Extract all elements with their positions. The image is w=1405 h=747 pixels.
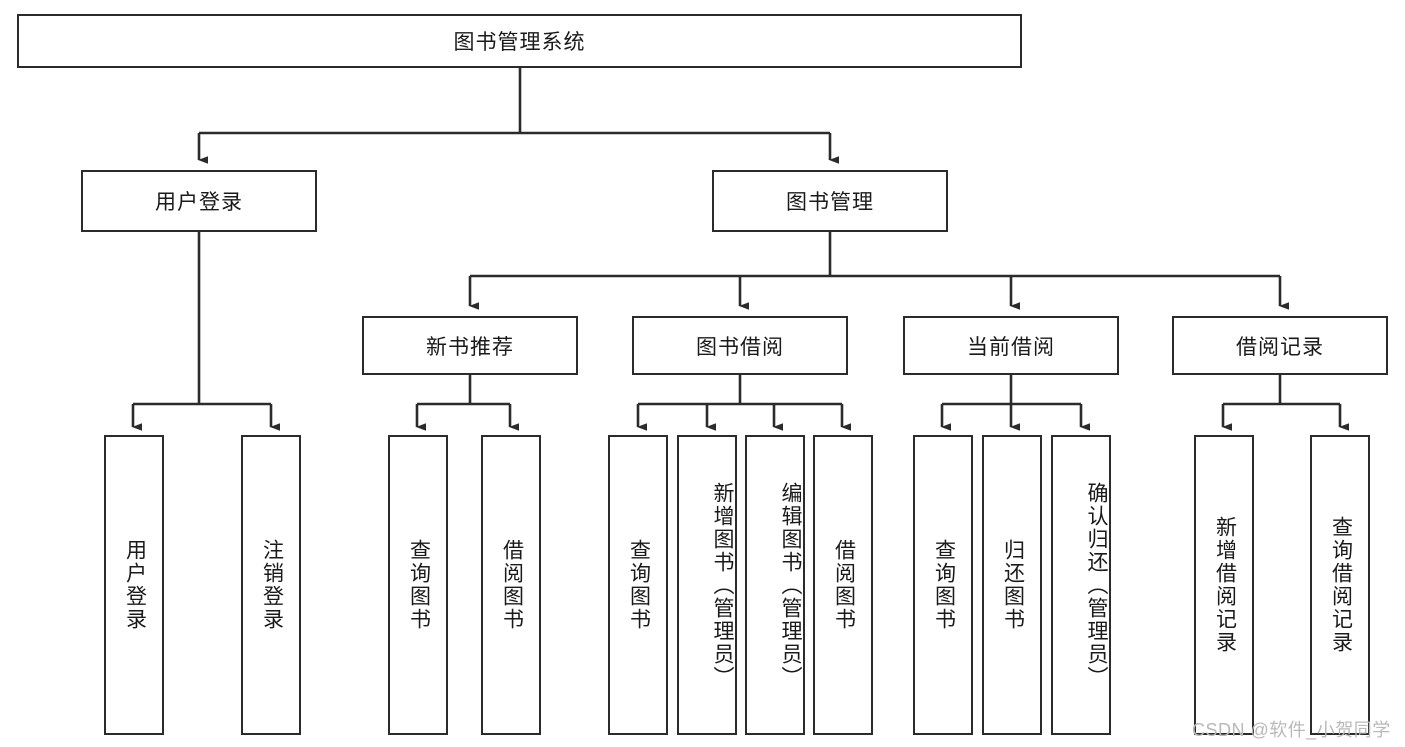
node-borrow-record[interactable]: 借阅记录 xyxy=(1172,316,1388,375)
leaf-current-borrow-return-book[interactable]: 归还图书 xyxy=(982,435,1042,735)
node-root-book-management-system[interactable]: 图书管理系统 xyxy=(17,14,1022,68)
leaf-user-login-login[interactable]: 用户登录 xyxy=(104,435,164,735)
leaf-book-borrow-add-book-admin[interactable]: 新增图书（管理员） xyxy=(677,435,737,735)
node-label: 查询图书 xyxy=(932,539,956,631)
csdn-watermark: CSDN @软件_小贺同学 xyxy=(1192,720,1391,740)
leaf-new-book-borrow-book[interactable]: 借阅图书 xyxy=(481,435,541,735)
node-label: 确认归还（管理员） xyxy=(1085,481,1108,689)
node-user-login[interactable]: 用户登录 xyxy=(81,170,317,232)
node-current-borrow[interactable]: 当前借阅 xyxy=(903,316,1119,375)
node-label: 新书推荐 xyxy=(426,335,514,359)
node-book-borrow[interactable]: 图书借阅 xyxy=(632,316,848,375)
node-label: 查询图书 xyxy=(407,539,431,631)
node-label: 图书管理 xyxy=(786,191,874,214)
node-new-book-recommend[interactable]: 新书推荐 xyxy=(362,316,578,375)
leaf-current-borrow-query-book[interactable]: 查询图书 xyxy=(913,435,973,735)
node-label: 用户登录 xyxy=(155,191,243,214)
node-label: 查询借阅记录 xyxy=(1329,516,1353,654)
leaf-book-borrow-query-book[interactable]: 查询图书 xyxy=(608,435,668,735)
leaf-user-login-logout[interactable]: 注销登录 xyxy=(241,435,301,735)
leaf-current-borrow-confirm-return-admin[interactable]: 确认归还（管理员） xyxy=(1051,435,1111,735)
node-label: 归还图书 xyxy=(1001,539,1025,631)
node-label: 当前借阅 xyxy=(967,335,1055,359)
leaf-book-borrow-edit-book-admin[interactable]: 编辑图书（管理员） xyxy=(745,435,805,735)
leaf-book-borrow-borrow-book[interactable]: 借阅图书 xyxy=(813,435,873,735)
node-label: 查询图书 xyxy=(627,539,651,631)
node-label: 借阅记录 xyxy=(1236,335,1324,359)
node-label: 新增图书（管理员） xyxy=(711,481,734,689)
leaf-new-book-query-book[interactable]: 查询图书 xyxy=(388,435,448,735)
leaf-borrow-record-query-record[interactable]: 查询借阅记录 xyxy=(1310,435,1370,735)
node-label: 注销登录 xyxy=(260,539,284,631)
node-label: 用户登录 xyxy=(123,539,147,631)
node-label: 图书管理系统 xyxy=(453,31,586,54)
node-label: 借阅图书 xyxy=(500,539,524,631)
node-book-management[interactable]: 图书管理 xyxy=(712,170,948,232)
leaf-borrow-record-add-record[interactable]: 新增借阅记录 xyxy=(1194,435,1254,735)
node-label: 图书借阅 xyxy=(696,335,784,359)
node-label: 借阅图书 xyxy=(832,539,856,631)
node-label: 新增借阅记录 xyxy=(1213,516,1237,654)
node-label: 编辑图书（管理员） xyxy=(779,481,802,689)
